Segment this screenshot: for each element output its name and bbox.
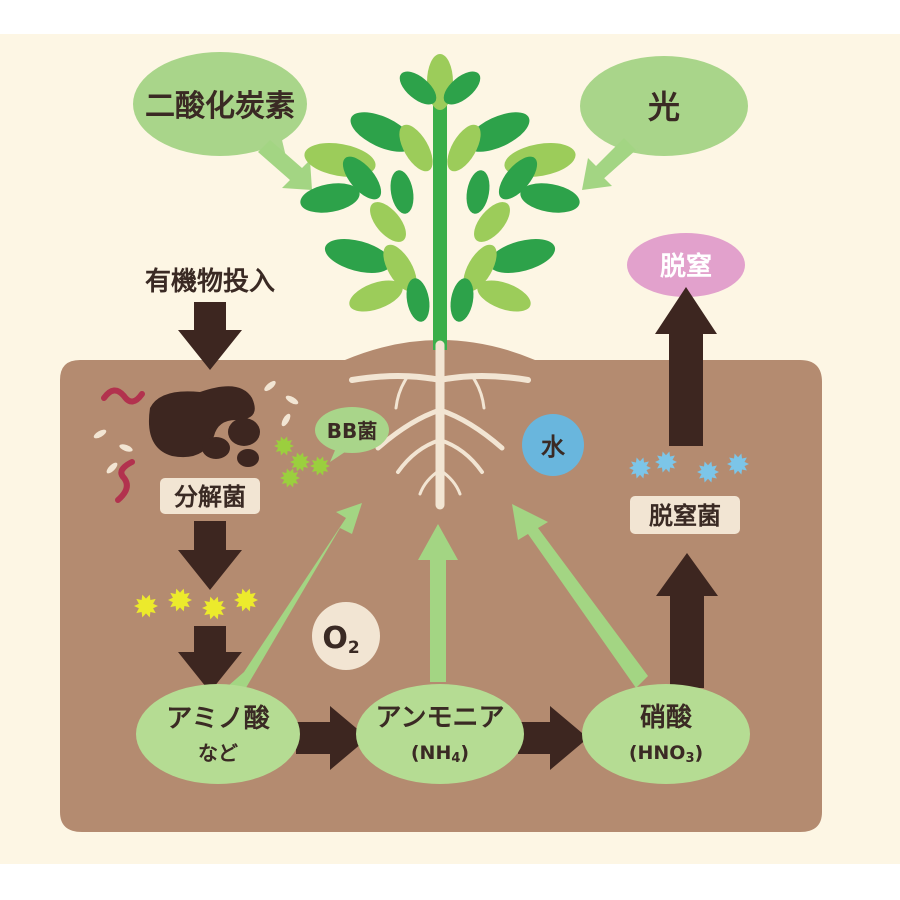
denitrification-arrow-upper — [655, 287, 717, 446]
yellow-microbe — [134, 594, 158, 618]
ammonia-to-nitric-arrow — [518, 706, 588, 770]
leaf — [488, 239, 556, 273]
leaf — [447, 124, 481, 172]
light-label: 光 — [648, 88, 680, 126]
yellow-microbe — [202, 596, 226, 620]
denitrification-label: 脱窒 — [660, 251, 712, 282]
green-microbe — [274, 436, 294, 456]
ammonia-node: アンモニア (NH4) — [356, 684, 524, 784]
uptake-arrows — [228, 503, 648, 698]
leaves — [300, 54, 580, 322]
green-microbe — [310, 456, 330, 476]
water-circle: 水 — [522, 414, 584, 476]
amino-acid-node: アミノ酸 など — [136, 684, 300, 784]
blue-microbe — [655, 451, 677, 473]
decomposer-arrow — [178, 521, 242, 590]
amino-to-ammonia-arrow — [296, 706, 368, 770]
leaf — [399, 71, 437, 105]
bb-bacteria-bubble: BB菌 — [315, 407, 389, 462]
uptake-arrow-nitric — [512, 504, 648, 688]
leaf — [466, 170, 490, 214]
yellow-microbes — [134, 588, 258, 620]
nitric-acid-formula: (HNO3) — [629, 742, 703, 766]
leaf — [406, 278, 430, 322]
plant-stem — [433, 75, 447, 350]
co2-arrow — [258, 140, 312, 190]
organic-input-arrow — [178, 302, 242, 370]
nitric-acid-node: 硝酸 (HNO3) — [582, 684, 750, 784]
decomposer-label: 分解菌 — [174, 483, 246, 511]
blue-microbe — [629, 457, 651, 479]
leaf — [498, 156, 538, 200]
organic-matter — [148, 386, 260, 467]
amino-acid-arrow — [178, 626, 242, 692]
leaf — [349, 280, 403, 312]
light-arrow — [582, 138, 636, 190]
roots — [349, 340, 531, 510]
blue-microbe — [727, 453, 749, 475]
bb-bacteria-label: BB菌 — [327, 419, 378, 443]
amino-acid-label: アミノ酸 — [166, 704, 270, 734]
blue-microbes — [629, 451, 749, 483]
co2-label: 二酸化炭素 — [145, 89, 295, 124]
leaf — [520, 183, 580, 213]
green-microbe — [290, 452, 310, 472]
leaf — [390, 170, 414, 214]
denitrification-bubble: 脱窒 — [627, 233, 745, 297]
leaf — [383, 244, 417, 292]
leaf — [342, 156, 382, 200]
green-microbes — [274, 436, 330, 488]
pale-bacteria — [93, 380, 299, 474]
leaf — [463, 244, 497, 292]
leaf — [474, 202, 510, 242]
ammonia-formula: (NH4) — [411, 742, 469, 766]
leaf — [350, 112, 414, 152]
leaf — [466, 112, 530, 152]
denitrifying-bacteria-label: 脱窒菌 — [649, 502, 721, 530]
plant — [300, 54, 580, 350]
decomposer-box: 分解菌 — [160, 478, 260, 514]
leaf — [370, 202, 406, 242]
amino-acid-sublabel: など — [198, 741, 238, 765]
leaf — [443, 71, 481, 105]
leaf — [399, 124, 433, 172]
yellow-microbe — [168, 588, 192, 612]
denitrifying-bacteria-box: 脱窒菌 — [630, 496, 740, 534]
oxygen-label: O2 — [322, 621, 359, 658]
leaf — [324, 239, 392, 273]
oxygen-circle: O2 — [312, 602, 380, 670]
water-label: 水 — [541, 433, 566, 461]
nitric-acid-label: 硝酸 — [640, 703, 693, 733]
green-microbe — [280, 468, 300, 488]
leaf — [450, 278, 474, 322]
ammonia-label: アンモニア — [376, 703, 505, 733]
uptake-arrow-amino — [228, 503, 362, 698]
organic-input-label: 有機物投入 — [145, 267, 275, 297]
leaf — [300, 183, 360, 213]
yellow-microbe — [234, 588, 258, 612]
denitrification-arrow-lower — [656, 553, 718, 688]
uptake-arrow-ammonia — [418, 524, 458, 682]
co2-bubble: 二酸化炭素 — [133, 52, 307, 182]
leaf — [477, 280, 531, 312]
earthworms — [101, 387, 145, 503]
blue-microbe — [697, 461, 719, 483]
